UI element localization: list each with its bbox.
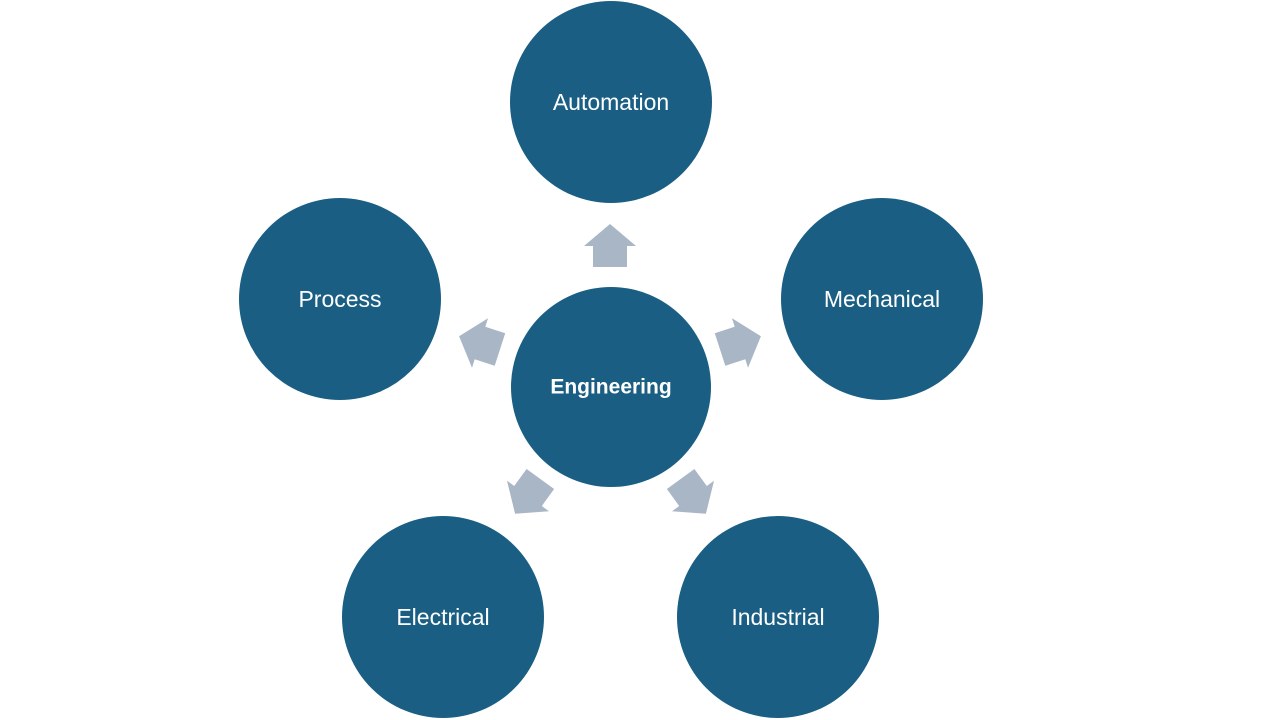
mechanical-node-label: Mechanical: [824, 286, 940, 312]
arrow-to-industrial-icon: [666, 469, 714, 514]
center-node-circle: [511, 287, 711, 487]
outer-node-automation: Automation: [510, 1, 712, 203]
industrial-node-label: Industrial: [731, 604, 824, 630]
arrow-to-automation-icon: [584, 224, 636, 267]
outer-node-process: Process: [239, 198, 441, 400]
outer-node-industrial: Industrial: [677, 516, 879, 718]
automation-node-circle: [510, 1, 712, 203]
industrial-node-circle: [677, 516, 879, 718]
center-node: Engineering: [511, 287, 711, 487]
electrical-node-circle: [342, 516, 544, 718]
mechanical-node-circle: [781, 198, 983, 400]
arrow-group: [459, 224, 761, 514]
process-node-label: Process: [298, 286, 381, 312]
arrow-to-process-icon: [459, 318, 506, 368]
center-node-label: Engineering: [550, 376, 671, 399]
automation-node-label: Automation: [553, 89, 669, 115]
arrow-to-electrical-icon: [507, 469, 555, 514]
electrical-node-label: Electrical: [396, 604, 489, 630]
outer-node-electrical: Electrical: [342, 516, 544, 718]
arrow-to-mechanical-icon: [714, 318, 761, 368]
process-node-circle: [239, 198, 441, 400]
outer-node-mechanical: Mechanical: [781, 198, 983, 400]
